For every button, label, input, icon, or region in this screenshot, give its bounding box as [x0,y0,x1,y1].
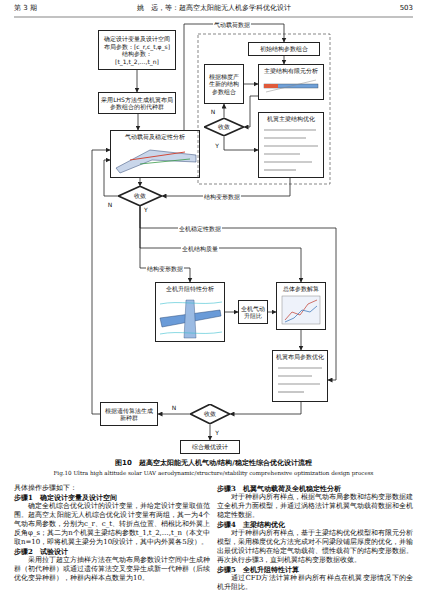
flow-arrow [230,402,301,414]
node-text: 全机升阻特性分析 [158,285,222,293]
edge-label: Y [214,429,220,436]
edge-label: 全机结构质量 [181,245,219,252]
flow-arrow [140,206,336,380]
flow-arrow [140,206,301,282]
process-box: 初始结构参数组合 [248,42,320,56]
load-curve [140,159,190,164]
node-text: 气动载荷及稳定性分析 [113,133,197,141]
streamlines [160,302,222,334]
flow-arrow [158,414,190,415]
node-text: 结构参数：[t_1,t_2,…,t_n] [101,50,173,65]
figure-caption: 图10 超高空太阳能无人机气动/结构/稳定性综合优化设计流程 [14,459,413,468]
flow-arrow [138,114,139,130]
body-text: 确定全机综合优化设计的设计变量，并给定设计变量取值范围。超高空太阳能无人机综合优… [14,502,210,547]
edge-label: Y [214,142,220,149]
beam-illustration [266,80,316,92]
running-head: 姚 远，等：超高空太阳能无人机多学科优化设计 [90,4,337,13]
node-text: 收敛 [206,123,242,131]
analysis-box: 主梁结构有限元分析 [258,64,324,100]
flow-arrow [137,70,138,92]
text-column: 具体操作步骤如下：步骤1 确定设计变量及设计空间确定全机综合优化设计的设计变量，… [14,484,210,583]
edge-label: 气动载荷数据 [213,21,251,28]
step-heading: 步骤5 全机升阻特性计算 [217,565,413,574]
analysis-box: 总体参数解算 [276,282,326,330]
flow-arrow [140,178,141,186]
text-column: 步骤3 机翼气动载荷及全机稳定性分析对于种群内所有样点，根据气动布局参数和结构变… [217,484,413,592]
header-rule [14,17,413,18]
process-box: 全机气动升阻比 [238,300,268,324]
flow-arrow [104,160,118,196]
node-text: 根据遗传算法生成新种群 [103,407,155,422]
issue-number: 第 3 期 [14,4,84,13]
chart-illustration [282,296,320,324]
step-heading: 步骤4 主梁结构优化 [217,520,413,529]
formula-lines [264,130,318,170]
step-heading: 步骤1 确定设计变量及设计空间 [14,493,210,502]
flow-arrow [184,24,284,130]
optimization-box: 机翼布局参数优化 [272,350,328,402]
body-text: 通过CFD方法计算种群内所有样点在机翼变形情况下的全机升阻比。 [217,574,413,592]
step-heading: 步骤2 试验设计 [14,547,210,556]
structure-loop-region [198,34,330,184]
process-box: 根据梯度产生新的结构参数组合 [204,64,244,104]
body-text: 具体操作步骤如下： [14,484,210,493]
edge-label: N [210,108,217,115]
flow-arrow [210,424,211,440]
analysis-box: 全机升阻特性分析 [155,282,225,342]
body-text: 对于种群内所有样点，根据气动布局参数和结构变形数据建立全机升力面模型，并通过涡格… [217,493,413,520]
node-text: 布局参数：[c_r,c_t,φ_s] [101,43,173,51]
flow-arrow [92,150,110,414]
node-text: 机翼布局参数优化 [275,353,325,361]
body-text: 采用拉丁超立方抽样方法在气动布局参数设计空间中生成种群（初代种群）或通过遗传算法… [14,556,210,583]
edge-label: 全机稳定性数据 [178,225,222,232]
node-text: 总体参数解算 [279,285,323,293]
node-text: 机翼主梁结构优化 [261,115,321,123]
edge-label: 结构变形数据 [146,265,184,272]
beam-illustration [264,84,278,88]
formula-lines [278,368,322,392]
terminal-box: 综合最优设计 [180,440,240,454]
flow-arrow [301,330,302,350]
flow-arrow [244,84,258,85]
aircraft-illustration [184,300,196,338]
body-text: 对于种群内所有样点，基于主梁结构优化模型和有限元分析模型，采用梯度优化方法完成对… [217,529,413,565]
node-text: 初始结构参数组合 [251,45,317,53]
optimization-box: 机翼主梁结构优化 [258,112,324,178]
edge-label: N [171,404,178,411]
node-text: 确定设计变量及设计空间 [101,35,173,43]
flow-arrow [224,136,258,150]
node-text: 采用LHS方法生成机翼布局参数组合的初代种群 [101,96,173,111]
decision-diamond: 收敛 [204,118,244,136]
node-text: 根据梯度产生新的结构参数组合 [207,73,241,96]
load-curve [130,152,185,160]
flow-arrow [224,104,225,118]
node-text: 收敛 [120,192,160,200]
node-text: 收敛 [192,410,228,418]
flow-arrow [244,96,258,127]
branch-label: Y [144,206,154,213]
page-number: 503 [343,4,413,13]
node-text: 全机气动升阻比 [241,305,265,320]
decision-diamond: 收敛 [118,186,162,206]
process-box: 采用LHS方法生成机翼布局参数组合的初代种群 [98,92,176,114]
analysis-box: 气动载荷及稳定性分析 [110,130,200,178]
decision-diamond: 收敛 [190,404,230,424]
chart-illustration [285,306,317,322]
wing-illustration [116,150,196,173]
edge-label: 结构变形数据 [203,193,241,200]
step-heading: 步骤3 机翼气动载荷及全机稳定性分析 [217,484,413,493]
process-box: 确定设计变量及设计空间布局参数：[c_r,c_t,φ_s]结构参数：[t_1,t… [98,30,176,70]
flow-arrow [268,312,276,313]
edge-label: N [107,201,114,208]
node-text: 综合最优设计 [183,443,237,451]
caption-english: Fig.10 Ultra high altitude solar UAV aer… [14,470,413,477]
flow-arrow [284,56,285,64]
node-text: 主梁结构有限元分析 [261,67,321,75]
flow-arrow [225,312,238,313]
process-box: 根据遗传算法生成新种群 [100,402,158,426]
